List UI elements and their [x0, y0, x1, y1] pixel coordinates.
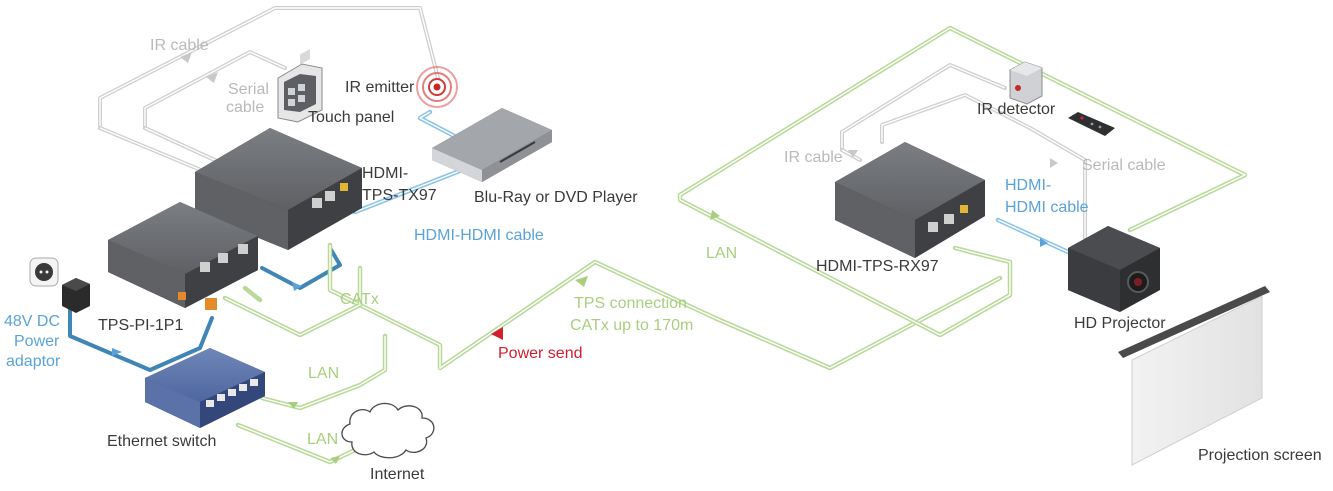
ir-emitter-label: IR emitter	[345, 79, 415, 96]
projection-screen-icon	[1118, 286, 1270, 466]
ir-cable-left-label: IR cable	[150, 37, 209, 54]
hdmi-cable-right	[995, 217, 1071, 255]
hdmi-cable-left-label: HDMI-HDMI cable	[414, 227, 544, 244]
lan-cable-switch	[259, 333, 388, 411]
touch-panel-label: Touch panel	[308, 109, 394, 126]
blue-arrows	[112, 238, 1048, 356]
rx-extender-icon	[835, 142, 985, 258]
power-injector-icon	[108, 202, 258, 310]
ir-cable-right	[840, 63, 1007, 162]
hd-projector-label: HD Projector	[1074, 315, 1166, 332]
serial-cable-right-label: Serial cable	[1082, 157, 1166, 174]
lan-cable-internet	[235, 422, 358, 465]
rx-model-label: HDMI-TPS-RX97	[816, 258, 939, 275]
tx-model-label-line1: HDMI-	[362, 165, 408, 182]
lan-internet-label: LAN	[307, 431, 338, 448]
power-send-label: Power send	[498, 345, 583, 362]
hdmi-cable-right-label-line2: HDMI cable	[1005, 199, 1089, 216]
lan-cable-rx	[677, 25, 1248, 338]
serial-cable-left-label-line1: Serial	[228, 81, 269, 98]
tx-model-label-line2: TPS-TX97	[362, 187, 437, 204]
tps-connection-label-line2: CATx up to 170m	[570, 317, 693, 334]
tx-extender-icon	[195, 49, 362, 250]
ir-emitter-icon	[416, 66, 458, 108]
projector-icon	[1068, 226, 1160, 312]
tps-connection-label-line1: TPS connection	[574, 295, 687, 312]
projection-screen-label: Projection screen	[1198, 447, 1322, 464]
wall-socket-icon	[29, 257, 59, 287]
lan-rx-label: LAN	[706, 245, 737, 262]
power-adaptor-label-line2: Power	[14, 333, 60, 350]
touch-panel-icon	[277, 63, 323, 123]
ir-detector-icon	[1009, 61, 1043, 105]
bluray-label: Blu-Ray or DVD Player	[474, 189, 638, 206]
power-cable	[68, 246, 342, 372]
power-adaptor-label-line1: 48V DC	[4, 313, 60, 330]
bluray-player-icon	[432, 108, 552, 182]
diagram-labels: IR cable Serial cable Touch panel IR emi…	[4, 37, 1322, 483]
power-adaptor-icon	[62, 278, 90, 313]
internet-label: Internet	[370, 466, 425, 483]
ethernet-switch-label: Ethernet switch	[107, 433, 216, 450]
hdmi-cable-right-label-line1: HDMI-	[1005, 177, 1051, 194]
green-arrows	[288, 210, 720, 464]
power-adaptor-label-line3: adaptor	[6, 353, 61, 370]
ethernet-switch-icon	[145, 348, 265, 428]
catx-label: CATx	[340, 291, 379, 308]
ir-detector-label: IR detector	[977, 101, 1056, 118]
serial-cable-right	[880, 93, 1087, 240]
ir-cable-right-label: IR cable	[784, 149, 843, 166]
remote-control-icon	[1068, 112, 1115, 136]
power-injector-label: TPS-PI-1P1	[98, 317, 183, 334]
power-send-arrow	[491, 327, 503, 340]
lan-switch-label: LAN	[308, 365, 339, 382]
tps-connection-cable	[327, 242, 1003, 371]
catx-cable	[222, 265, 363, 338]
cable-arrows	[180, 52, 1058, 168]
internet-cloud-icon	[341, 402, 435, 459]
serial-cable-left-label-line2: cable	[226, 99, 264, 116]
